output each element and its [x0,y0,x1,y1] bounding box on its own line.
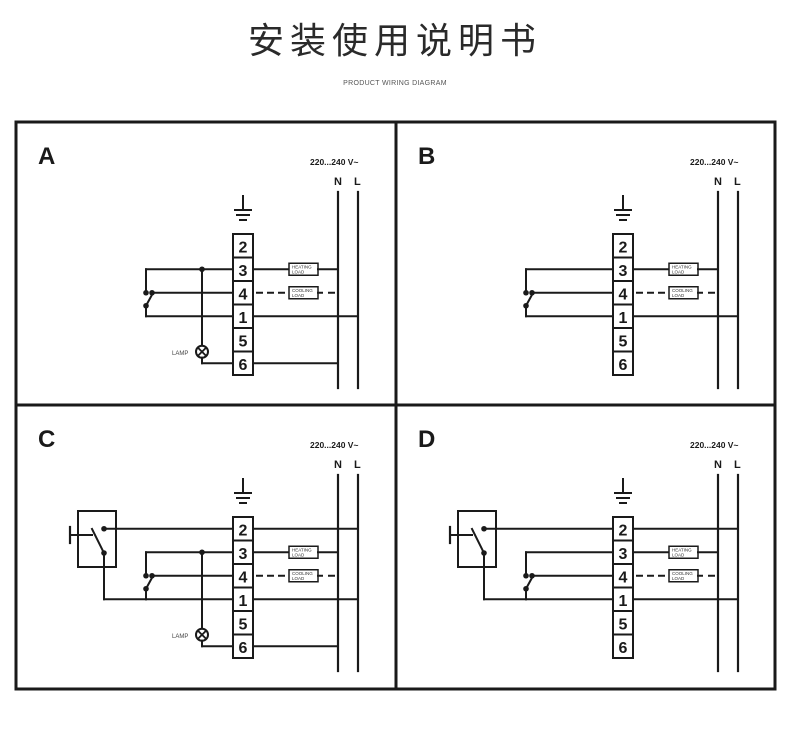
terminal-6 [612,633,634,659]
terminal-number: 5 [619,334,628,351]
lamp-label: LAMP [172,634,188,640]
page-subtitle: PRODUCT WIRING DIAGRAM [343,80,447,87]
heating-load-text: HEATING [292,264,312,269]
live-label: L [734,459,741,471]
terminal-number: 3 [239,263,248,280]
terminal-number: 6 [619,357,628,374]
cooling-load-text: LOAD [292,293,305,298]
external-switch-icon [448,510,497,568]
relay-switch-icon [143,268,234,318]
neutral-label: N [334,176,342,188]
terminal-number: 2 [619,240,628,257]
lamp-cross [196,629,208,641]
terminal-number: 3 [619,263,628,280]
heating-load-text: HEATING [292,547,312,552]
terminal-number: 5 [619,617,628,634]
terminal-number: 3 [619,546,628,563]
relay-contact [144,576,154,591]
terminal-number: 6 [619,640,628,657]
cooling-load-text: COOLING [292,288,313,293]
lamp-icon [195,344,209,359]
supply-voltage-label: 220...240 V~ [310,157,358,167]
neutral-label: N [714,176,722,188]
terminal-number: 1 [619,593,628,610]
terminal-number: 4 [619,570,628,587]
lamp-label: LAMP [172,351,188,357]
relay-switch-icon [143,551,234,601]
relay-contact [524,576,534,591]
relay-switch-icon [523,551,614,601]
terminal-number: 2 [239,240,248,257]
ground-icon [234,195,252,221]
relay-contact [144,293,154,308]
cooling-load-text: LOAD [672,293,685,298]
junction-dot [199,266,205,273]
cooling-load-text: LOAD [672,576,685,581]
panel-label: C [38,426,55,453]
lamp-icon [195,627,209,642]
junction-dot [143,572,149,579]
neutral-label: N [334,459,342,471]
neutral-label: N [714,459,722,471]
switch-blade [90,527,106,555]
lamp-cross [196,346,208,358]
heating-load-text: LOAD [672,269,685,274]
page-title: 安装使用说明书 [247,21,542,62]
terminal-number: 1 [239,310,248,327]
relay-switch-icon [523,268,614,318]
ground-icon [614,478,632,504]
cooling-load-text: LOAD [292,576,305,581]
junction-dot [523,572,529,579]
heating-load-text: LOAD [672,552,685,557]
switch-blade [470,527,486,555]
cooling-load-text: COOLING [672,571,693,576]
junction-dot [143,289,149,296]
terminal-number: 2 [239,523,248,540]
terminal-number: 5 [239,617,248,634]
terminal-number: 4 [239,570,248,587]
junction-dot [529,572,535,579]
terminal-number: 6 [239,357,248,374]
live-label: L [734,176,741,188]
panel-label: B [418,143,435,170]
cooling-load-text: COOLING [672,288,693,293]
terminal-number: 1 [619,310,628,327]
supply-voltage-label: 220...240 V~ [690,440,738,450]
panel-label: D [418,426,435,453]
live-label: L [354,176,361,188]
terminal-number: 6 [239,640,248,657]
heating-load-text: LOAD [292,269,305,274]
supply-voltage-label: 220...240 V~ [690,157,738,167]
terminal-number: 4 [239,287,248,304]
junction-dot [529,289,535,296]
ground-icon [614,195,632,221]
external-switch-icon [68,510,117,568]
junction-dot [149,572,155,579]
terminal-number: 3 [239,546,248,563]
heating-load-text: LOAD [292,552,305,557]
terminal-number: 1 [239,593,248,610]
heating-load-text: HEATING [672,264,692,269]
cooling-load-text: COOLING [292,571,313,576]
terminal-number: 2 [619,523,628,540]
junction-dot [199,549,205,556]
junction-dot [149,289,155,296]
heating-load-text: HEATING [672,547,692,552]
live-label: L [354,459,361,471]
terminal-number: 5 [239,334,248,351]
panel-label: A [38,143,55,170]
junction-dot [523,289,529,296]
relay-contact [524,293,534,308]
ground-icon [234,478,252,504]
supply-voltage-label: 220...240 V~ [310,440,358,450]
terminal-6 [612,350,634,376]
terminal-number: 4 [619,287,628,304]
